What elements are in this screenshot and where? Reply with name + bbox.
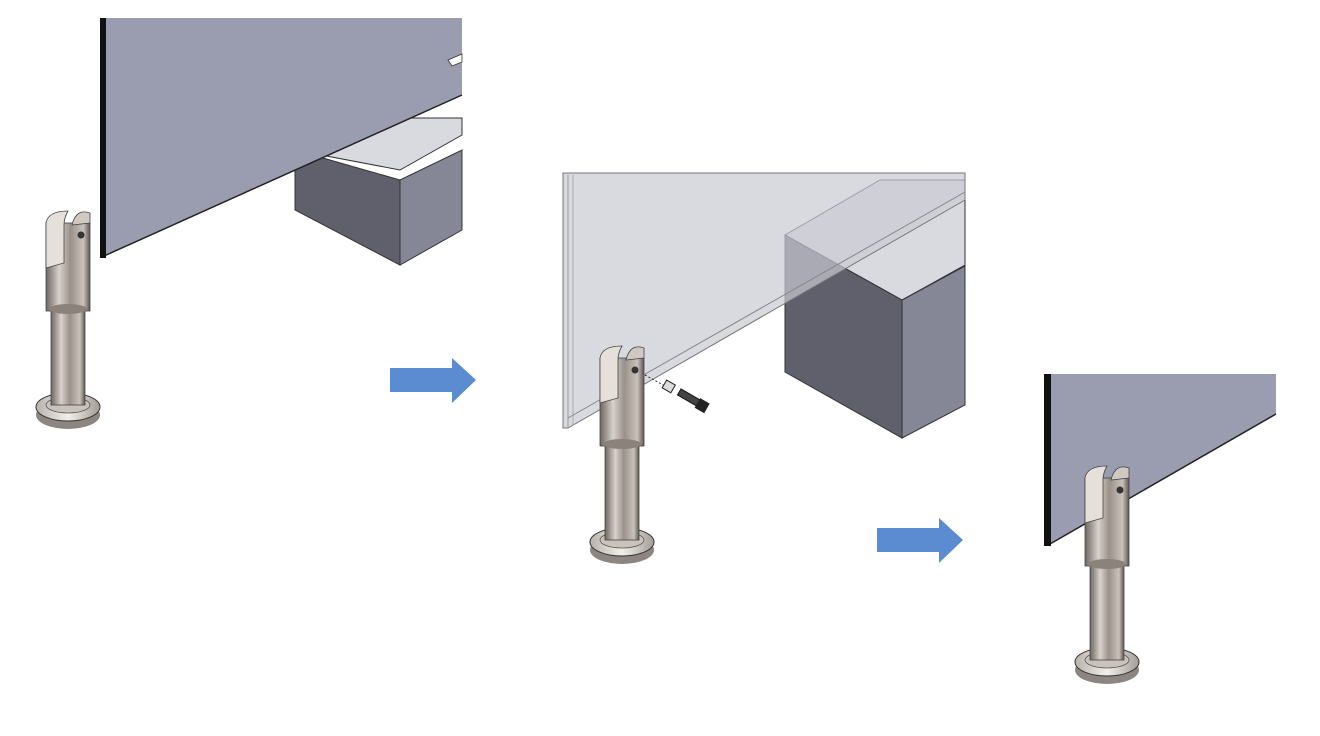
panel-edge (1044, 374, 1051, 546)
step-3 (1044, 374, 1277, 685)
glass-panel (562, 172, 966, 429)
panel-edge (100, 18, 106, 258)
screw (644, 374, 710, 414)
panel (1050, 374, 1276, 544)
panel (104, 18, 462, 256)
cube-block (293, 117, 463, 266)
step-1 (35, 18, 463, 430)
arrow-right-icon (390, 358, 476, 403)
support-post (35, 210, 101, 430)
arrow-right-icon (877, 518, 963, 563)
step-2 (562, 172, 966, 565)
